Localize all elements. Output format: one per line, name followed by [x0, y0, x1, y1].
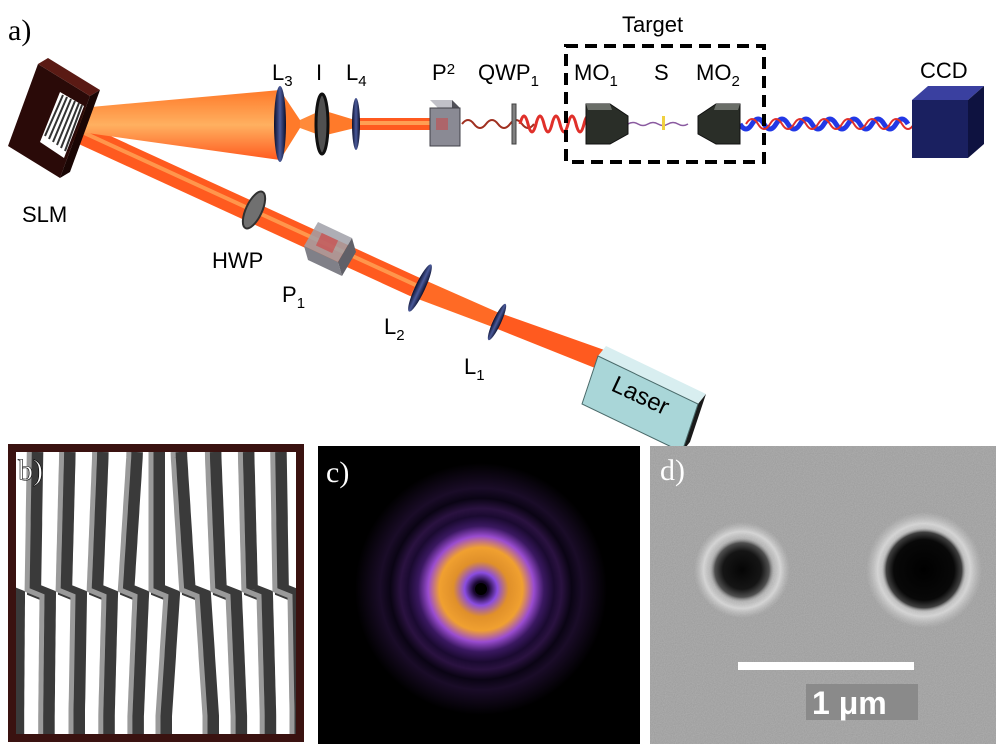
- fork-stripe: [119, 452, 150, 734]
- label-hwp: HWP: [212, 248, 263, 273]
- fork-stripe-shade: [237, 452, 265, 734]
- label-qwp: QWP1: [478, 60, 539, 90]
- label-p1: P1: [282, 282, 305, 312]
- fork-stripe-shade: [117, 452, 138, 734]
- wave-after-p2: [461, 119, 535, 129]
- fork-stripe: [151, 452, 181, 734]
- fork-stripe-shade: [270, 452, 295, 734]
- label-l1: L1: [464, 354, 485, 384]
- fork-stripe-shade: [204, 452, 236, 734]
- fork-stripe-shade: [148, 452, 169, 734]
- panel-a-setup: a) SLM HWP P1 L2 L1 Laser L3 I L4 P2 QWP…: [8, 12, 984, 453]
- fork-stripe: [173, 452, 219, 734]
- mo2-objective: [697, 103, 741, 145]
- panel-c-vortex-beam: c): [318, 446, 640, 744]
- fork-stripe-shade: [55, 452, 76, 734]
- ccd-camera: [912, 86, 984, 158]
- slm-device: [8, 58, 100, 178]
- label-l2: L2: [384, 314, 405, 344]
- fork-stripe-shade: [170, 452, 208, 734]
- p2-polarizer: [429, 100, 461, 147]
- fork-stripe: [89, 452, 119, 734]
- wave-between-objectives: [627, 121, 689, 127]
- lens-l1: [487, 303, 507, 341]
- hwp-waveplate: [241, 190, 267, 230]
- target-box: [564, 44, 766, 164]
- panel-label-a: a): [8, 14, 31, 47]
- qwp-waveplate: [511, 103, 517, 145]
- panel-label-c: c): [326, 456, 349, 489]
- fork-stripe: [272, 452, 296, 734]
- iris: [314, 92, 330, 156]
- panel-label-b: b): [18, 454, 43, 487]
- lens-l4: [352, 98, 360, 150]
- lens-l2: [408, 264, 432, 312]
- sample-s: [662, 116, 665, 130]
- fork-stripe-shade: [86, 452, 107, 734]
- fork-stripe: [16, 587, 25, 734]
- panel-label-d: d): [660, 454, 685, 487]
- label-mo2: MO2: [696, 60, 740, 90]
- hole-large: [882, 528, 966, 612]
- label-l3: L3: [272, 60, 293, 90]
- label-sample: S: [654, 60, 669, 85]
- scale-bar: [738, 662, 914, 670]
- p1-polarizer: [304, 222, 356, 276]
- wave-to-ccd: [737, 116, 915, 132]
- fork-stripe: [57, 452, 88, 734]
- lens-l3: [274, 86, 286, 162]
- fork-stripe: [27, 452, 57, 734]
- fork-grating: [16, 452, 296, 734]
- hole-small: [710, 538, 774, 602]
- label-l4: L4: [346, 60, 367, 90]
- mo1-objective: [585, 103, 629, 145]
- panel-b-hologram: b): [8, 444, 304, 742]
- label-p2: P2: [432, 60, 455, 85]
- panel-d-sem: 1 μm d): [650, 446, 996, 744]
- label-slm: SLM: [22, 202, 67, 227]
- label-iris: I: [316, 60, 322, 85]
- fork-stripe: [207, 452, 248, 734]
- label-mo1: MO1: [574, 60, 618, 90]
- fork-stripe-shade: [24, 452, 45, 734]
- label-ccd: CCD: [920, 58, 968, 83]
- laser-source: [581, 346, 706, 453]
- scale-bar-label: 1 μm: [812, 685, 887, 721]
- label-target: Target: [622, 12, 683, 37]
- fork-stripe: [240, 452, 277, 734]
